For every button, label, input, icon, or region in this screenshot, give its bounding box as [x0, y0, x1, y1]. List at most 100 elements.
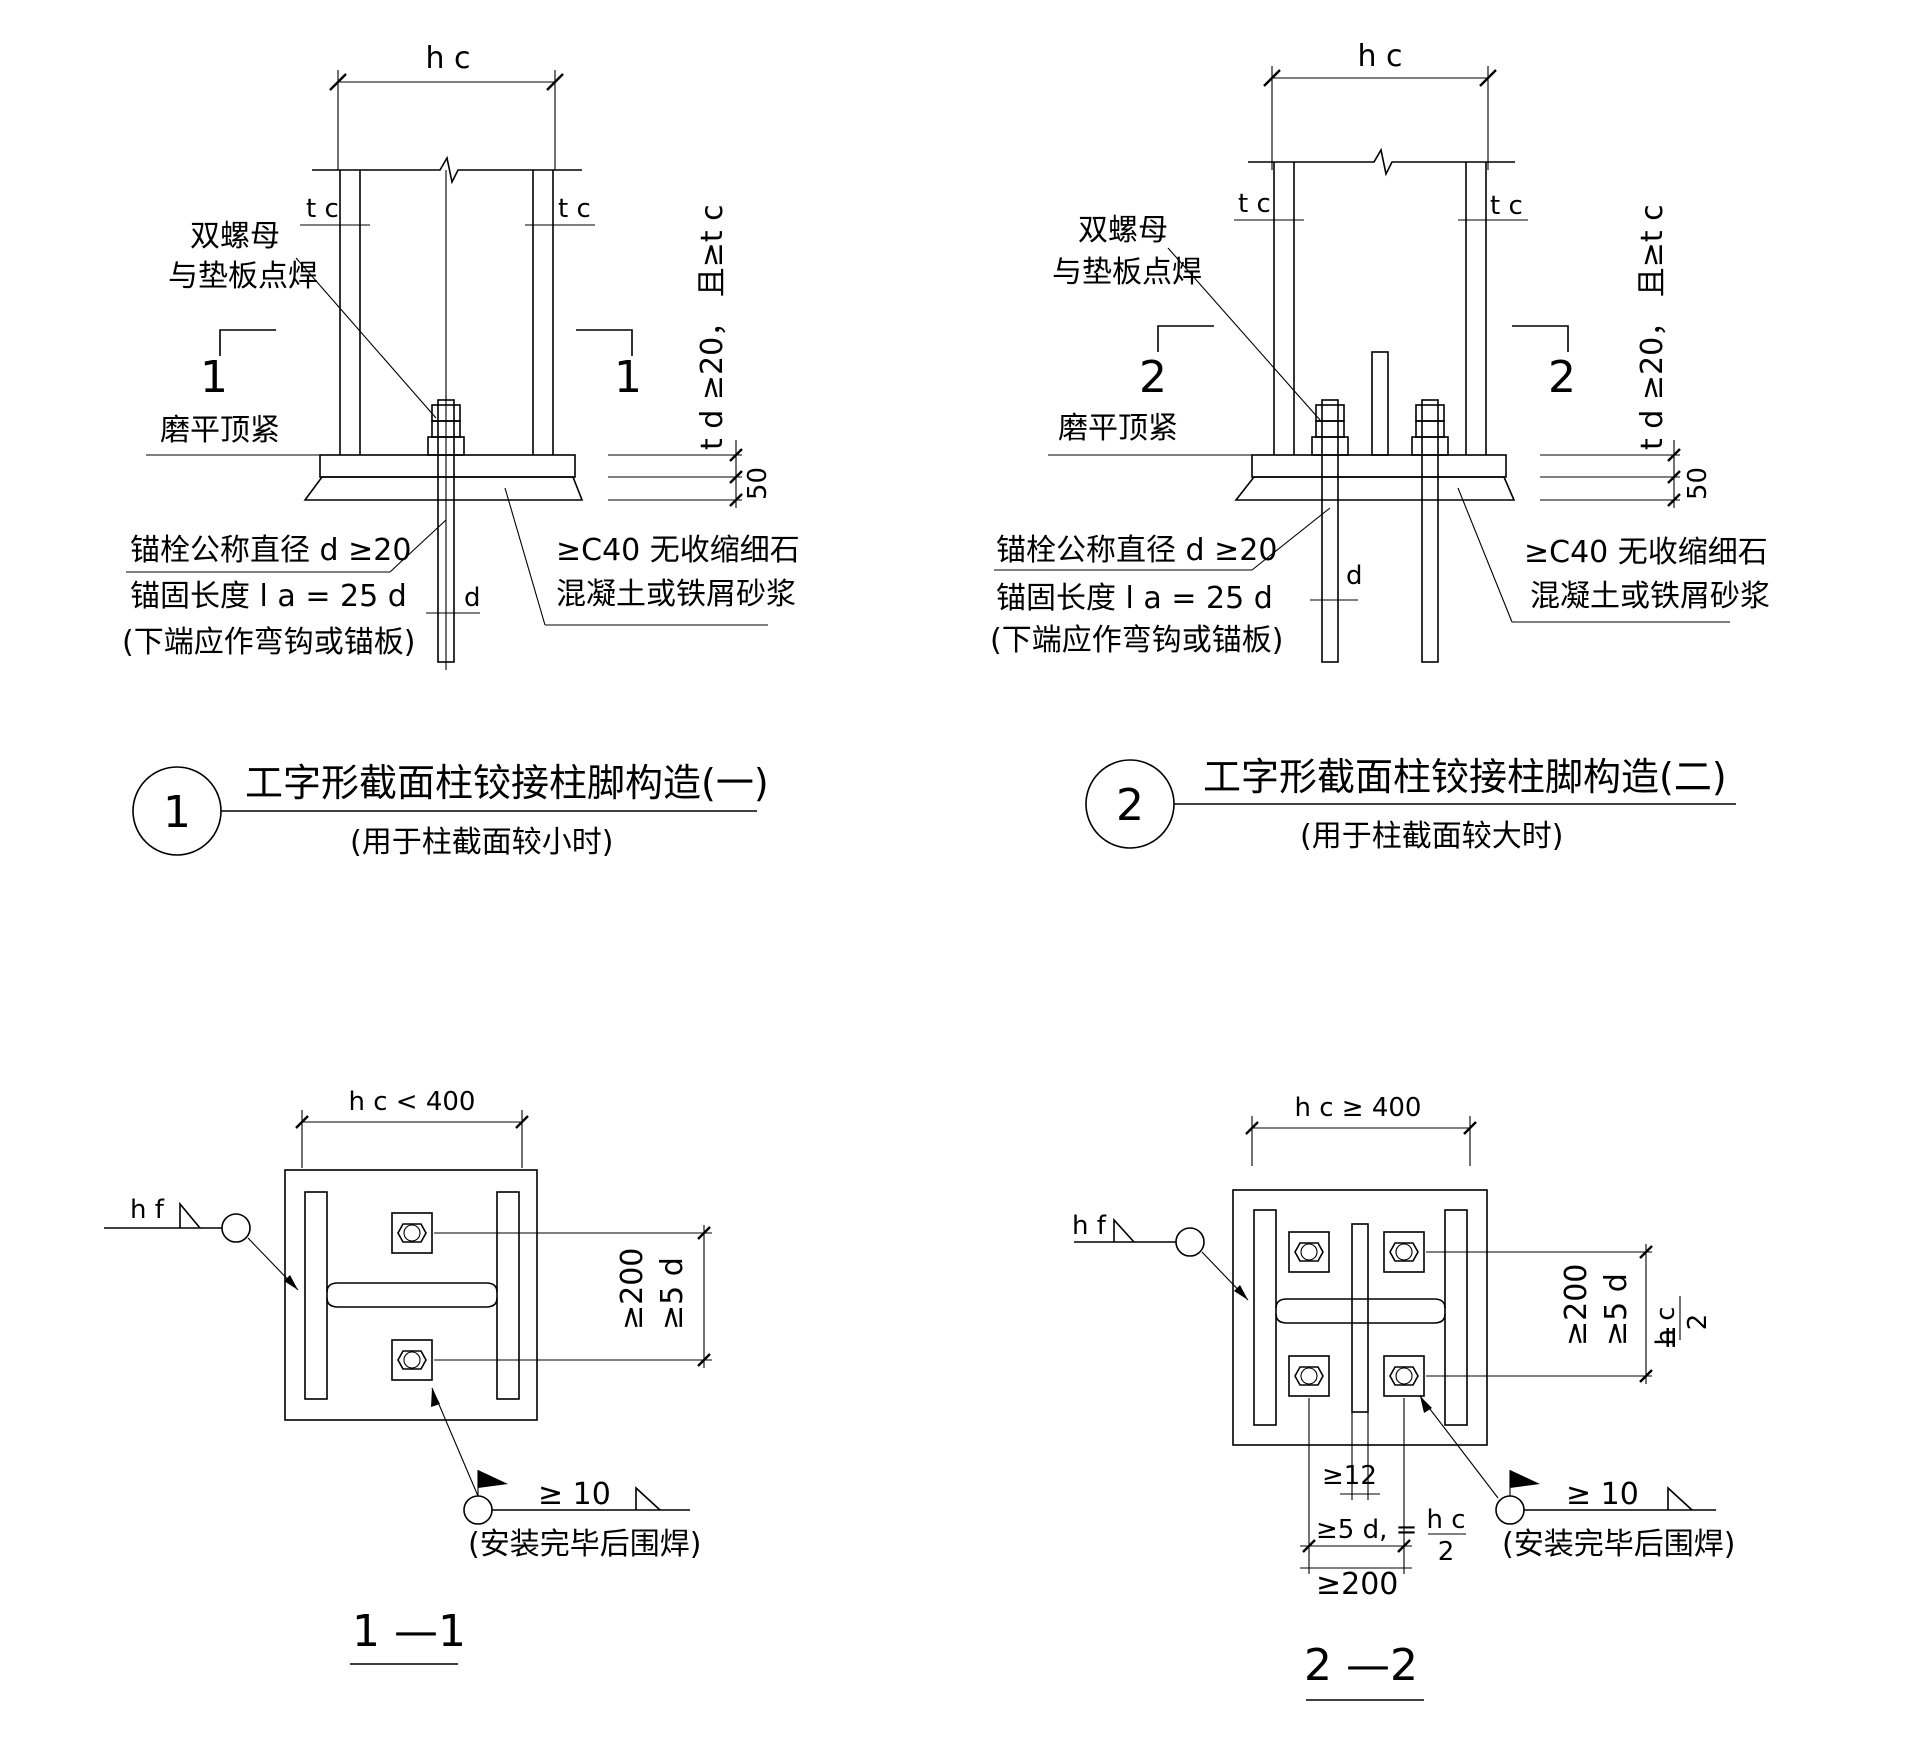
- dim-5d-label: ≥5 d: [655, 1257, 690, 1330]
- fillet-weld-symbol: [179, 1201, 201, 1229]
- tick: [1639, 1245, 1653, 1259]
- tick-3: [1667, 493, 1681, 507]
- nut-top: [397, 1223, 427, 1243]
- web-bottom: [1275, 1313, 1446, 1324]
- detail-number: 1: [163, 787, 191, 838]
- note-double-nut: 双螺母: [1078, 213, 1168, 248]
- base-plate: [319, 454, 576, 478]
- flange-right: [496, 1191, 520, 1400]
- bolt-plate-tr: [1383, 1231, 1425, 1273]
- bolt-tl-icon: [1300, 1243, 1318, 1261]
- stiffener: [1351, 1223, 1369, 1413]
- dim-hc2-den: 2: [1683, 1314, 1713, 1331]
- section-mark-left: [219, 329, 276, 356]
- weld-arrow: [284, 1275, 298, 1290]
- nut-bl: [1294, 1366, 1324, 1386]
- weld-10-label: ≥ 10: [1566, 1477, 1639, 1512]
- dim-200-label: ≥200: [1559, 1264, 1594, 1346]
- anchor-bolt-left: [1321, 399, 1339, 663]
- bolt-br-icon: [1395, 1367, 1413, 1385]
- field-weld-flag-icon: [478, 1470, 508, 1488]
- washer-right: [1411, 436, 1449, 456]
- dim-tc-right-label: t c: [1490, 191, 1523, 221]
- note-weld-plate: 与垫板点焊: [1052, 255, 1202, 290]
- tick-1: [1667, 448, 1681, 462]
- dim-12-label: ≥12: [1322, 1461, 1377, 1491]
- detail-title: 工字形截面柱铰接柱脚构造(一): [245, 761, 769, 805]
- dim-200b-label: ≥200: [1316, 1567, 1398, 1602]
- leader-nut: [1167, 247, 1321, 421]
- dim-d-label: d: [464, 583, 481, 613]
- base-plate: [1232, 1189, 1488, 1446]
- note-anchor-diameter: 锚栓公称直径 d ≥20: [996, 533, 1277, 568]
- bolt-bottom-icon: [403, 1351, 421, 1369]
- tick: [697, 1353, 711, 1367]
- nut-br: [1389, 1366, 1419, 1386]
- note-grout-1: ≥C40 无收缩细石: [556, 533, 800, 568]
- bolt-plate-bl: [1288, 1355, 1330, 1397]
- nut-upper-left: [1315, 404, 1345, 422]
- note-anchor-hook: (下端应作弯钩或锚板): [990, 623, 1283, 658]
- weld-10-label: ≥ 10: [538, 1477, 611, 1512]
- tick-2: [1667, 470, 1681, 484]
- leader-anchor: [389, 519, 447, 573]
- detail-title: 工字形截面柱铰接柱脚构造(二): [1203, 755, 1727, 799]
- dim-td-label: t d ≥20， 且≥t c: [1635, 204, 1670, 450]
- note-anchor-diameter: 锚栓公称直径 d ≥20: [130, 533, 411, 568]
- weld-note: (安装完毕后围焊): [1502, 1527, 1735, 1562]
- dim-tc-left-label: t c: [306, 194, 339, 224]
- section-mark-right: [576, 329, 633, 356]
- web-top: [1275, 1298, 1446, 1309]
- bolt-bl-icon: [1300, 1367, 1318, 1385]
- dim-d-label: d: [1346, 561, 1363, 591]
- leader-nut: [295, 257, 437, 419]
- flange-left: [304, 1191, 328, 1400]
- bolt-plate-br: [1383, 1355, 1425, 1397]
- section-2-2: h c ≥ 400 ≥200 ≥5 d = h c 2: [1072, 1093, 1735, 1701]
- nut-lower-right: [1415, 420, 1445, 438]
- tick-3: [729, 493, 743, 507]
- note-grout-2: 混凝土或铁屑砂浆: [1530, 579, 1770, 614]
- dim-td-label: t d ≥20， 且≥t c: [695, 204, 730, 450]
- base-plate: [284, 1169, 538, 1421]
- tick: [1245, 1121, 1259, 1135]
- dim-tc-left-label: t c: [1238, 189, 1271, 219]
- anchor-bolt-right: [1421, 399, 1439, 663]
- base-plate: [1251, 454, 1507, 478]
- nut-tr: [1389, 1242, 1419, 1262]
- bolt-plate-bottom: [391, 1339, 433, 1381]
- section-mark-left: [1157, 325, 1214, 352]
- web-stub: [1371, 351, 1389, 456]
- note-double-nut: 双螺母: [190, 219, 280, 254]
- web-top: [326, 1282, 498, 1293]
- leader-grout: [1457, 487, 1513, 623]
- weld-all-around-icon: [1175, 1227, 1205, 1257]
- tick: [295, 1115, 309, 1129]
- bolt-top-icon: [403, 1224, 421, 1242]
- section-mark-right-label: 1: [614, 352, 642, 403]
- weld-hf-label: h f: [1072, 1211, 1107, 1241]
- site-weld-circle-icon: [1495, 1495, 1525, 1525]
- break-line: [1248, 147, 1515, 177]
- site-weld-circle-icon: [463, 1495, 493, 1525]
- nut-bottom: [397, 1350, 427, 1370]
- dim-tc-right-label: t c: [558, 194, 591, 224]
- dim-50-label: 50: [1683, 467, 1713, 500]
- dim-hc2-eq: =: [1653, 1325, 1688, 1350]
- flange-left: [1253, 1209, 1277, 1426]
- bolt-plate-tl: [1288, 1231, 1330, 1273]
- note-anchor-length: 锚固长度 l a = 25 d: [130, 579, 407, 614]
- fillet-weld-symbol-2: [1667, 1486, 1693, 1511]
- note-grind: 磨平顶紧: [1058, 411, 1178, 446]
- section-label: 1 —1: [352, 1606, 466, 1657]
- weld-hf-label: h f: [130, 1195, 165, 1225]
- fillet-weld-symbol-2: [635, 1486, 661, 1511]
- washer-left: [1311, 436, 1349, 456]
- tick-2: [729, 470, 743, 484]
- dim-5d-label: ≥5 d: [1599, 1273, 1634, 1346]
- note-anchor-hook: (下端应作弯钩或锚板): [122, 625, 415, 660]
- dim-200-label: ≥200: [615, 1248, 650, 1330]
- weld-all-around-icon: [221, 1213, 251, 1243]
- detail-subtitle: (用于柱截面较大时): [1300, 819, 1563, 854]
